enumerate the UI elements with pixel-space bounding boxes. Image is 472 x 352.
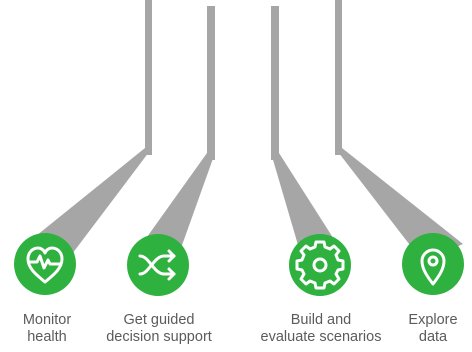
map-pin-icon	[420, 248, 446, 286]
heart-pulse-icon	[26, 246, 64, 284]
label-decision-support-line1: Get guided	[123, 312, 195, 328]
label-explore-data-line1: Explore	[408, 312, 458, 328]
label-monitor-health-line1: Monitor	[22, 312, 72, 328]
label-explore-data: Explore data	[402, 312, 464, 346]
label-decision-support: Get guided decision support	[99, 312, 219, 346]
label-monitor-health: Monitor health	[10, 312, 84, 346]
icon-circles	[14, 233, 464, 296]
monitor-health-node	[14, 233, 76, 295]
connector-decision-support	[142, 6, 215, 262]
connectors	[26, 0, 463, 262]
circle-decision-support	[127, 234, 189, 296]
label-build-scenarios-line1: Build and	[290, 312, 352, 328]
connector-explore-data	[335, 0, 463, 262]
label-build-scenarios: Build and evaluate scenarios	[250, 312, 392, 346]
decision-support-node	[127, 234, 189, 296]
label-decision-support-line2: decision support	[106, 329, 212, 345]
label-explore-data-line2: data	[418, 329, 448, 345]
label-monitor-health-line2: health	[27, 329, 67, 345]
shuffle-arrows-icon	[138, 249, 176, 281]
gear-icon	[295, 240, 345, 290]
connector-build-scenarios	[271, 6, 337, 262]
connector-monitor-health	[26, 0, 152, 262]
label-build-scenarios-line2: evaluate scenarios	[260, 329, 382, 345]
explore-data-node	[402, 233, 464, 295]
build-scenarios-node	[289, 234, 351, 296]
